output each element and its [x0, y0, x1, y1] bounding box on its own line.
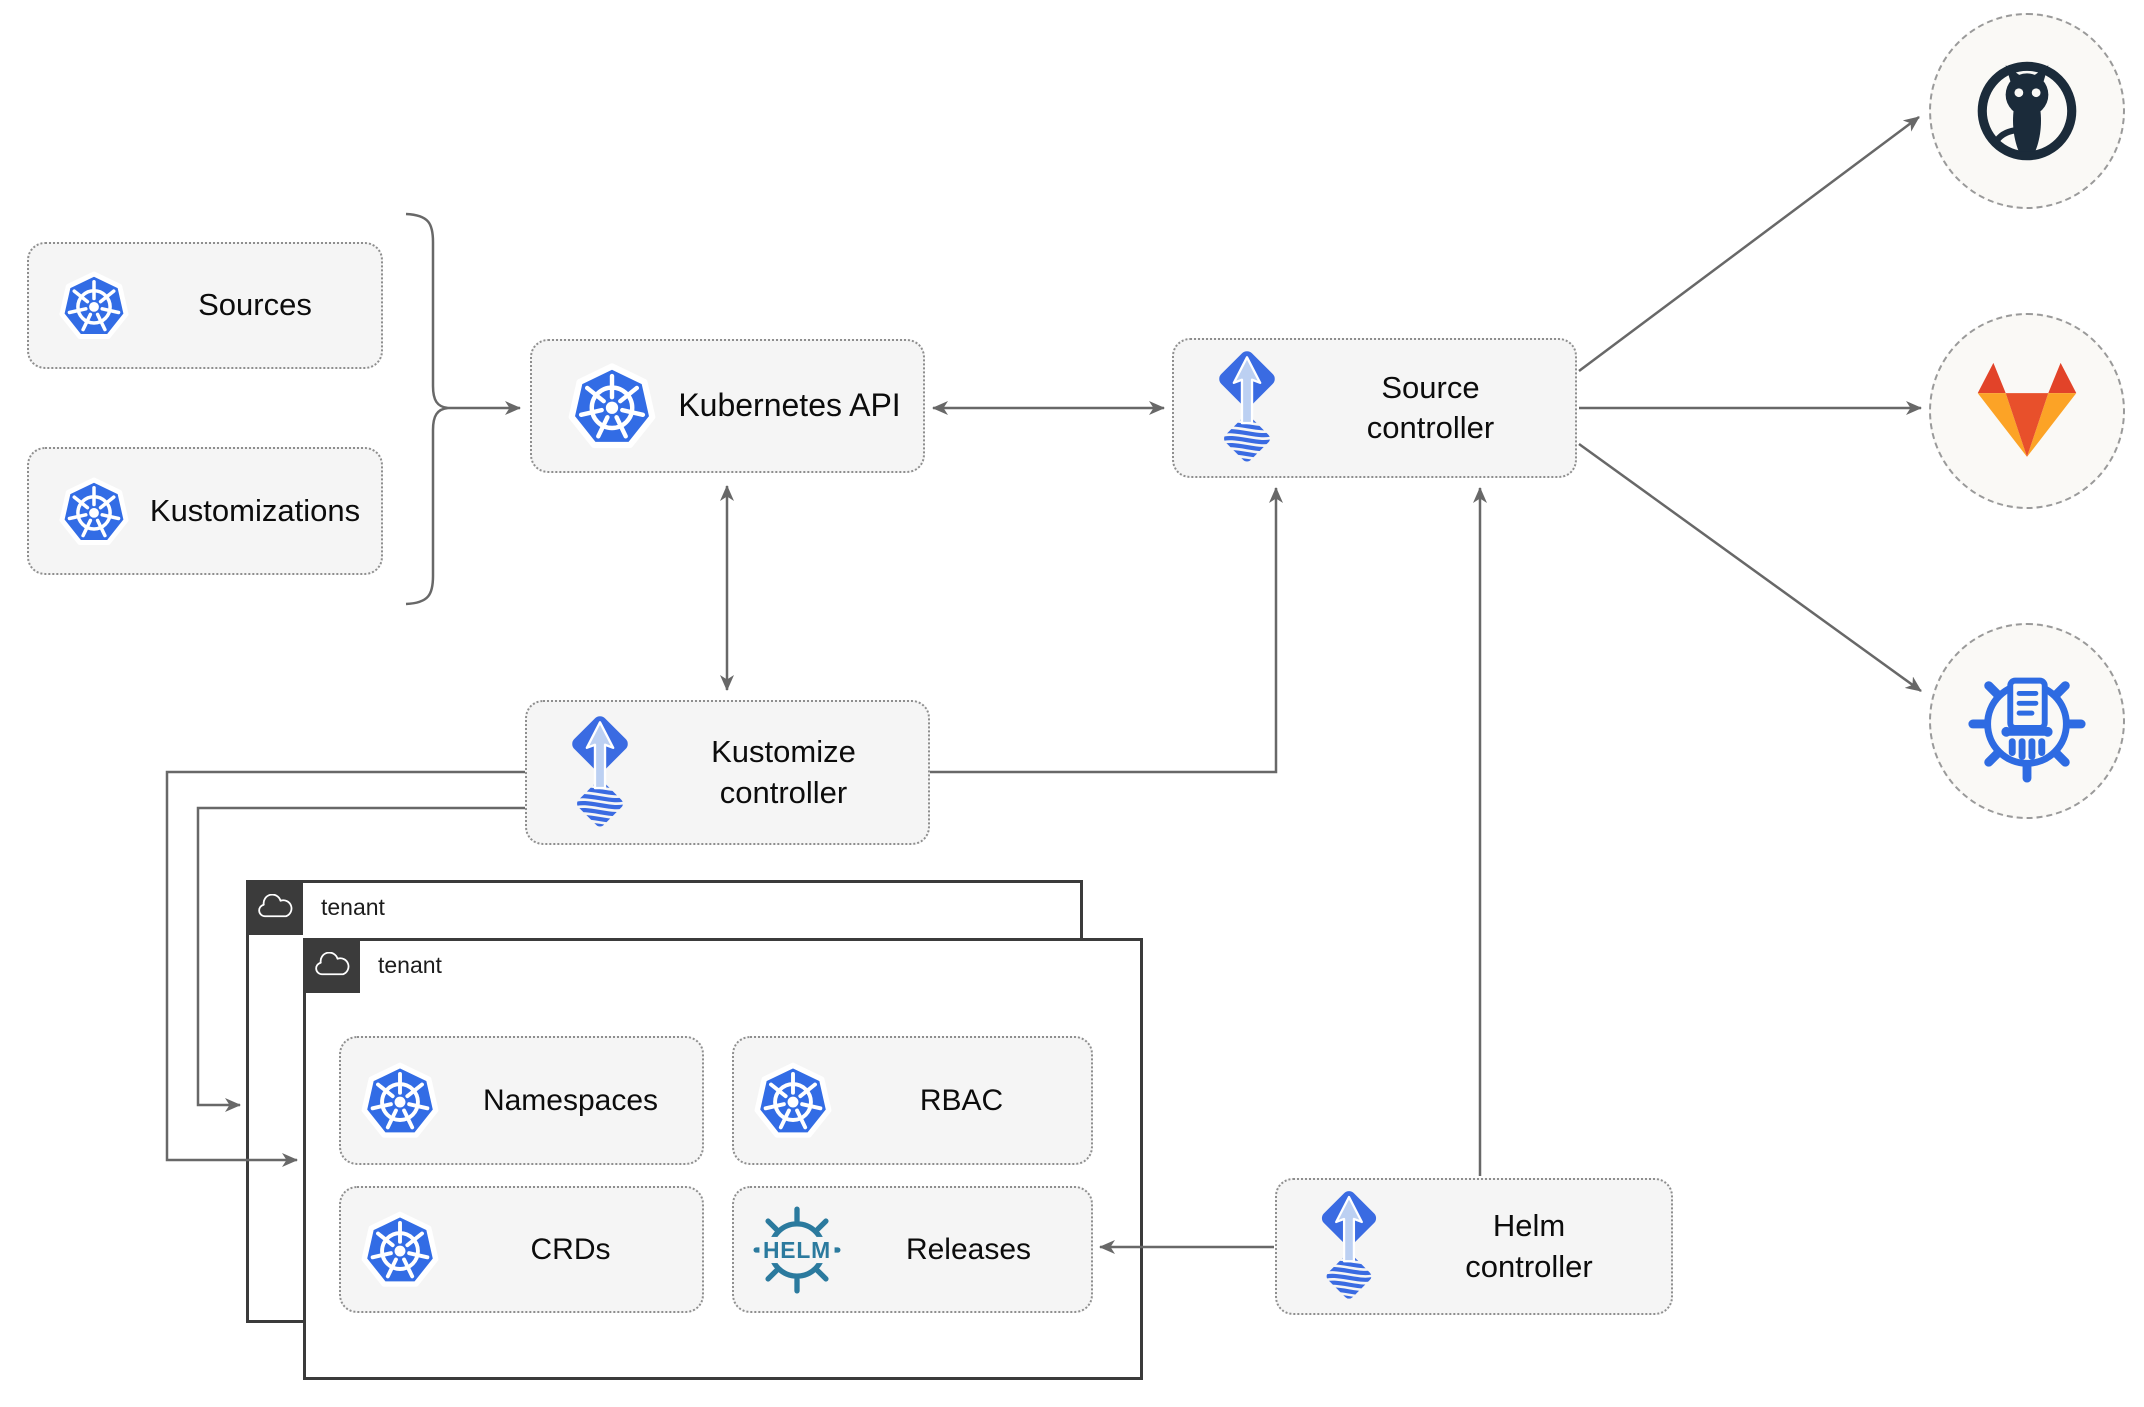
node-source-controller-label-line1: Source — [1381, 369, 1480, 405]
node-helm-controller-label-line1: Helm — [1492, 1208, 1566, 1244]
node-releases: HELM Releases — [732, 1186, 1093, 1313]
kubernetes-icon — [361, 1209, 439, 1290]
edge-brace — [405, 212, 449, 606]
node-kustomizations: Kustomizations — [27, 447, 383, 575]
node-sources-label: Sources — [198, 287, 312, 323]
node-kustomizations-label: Kustomizations — [149, 492, 361, 528]
flux-icon — [1311, 1188, 1387, 1305]
node-source-controller-label-line2: controller — [1366, 410, 1495, 445]
cloud-icon — [257, 893, 292, 917]
flux-icon — [561, 713, 639, 833]
kubernetes-icon — [361, 1060, 439, 1141]
node-source-controller: Source controller — [1172, 338, 1577, 478]
node-namespaces: Namespaces — [339, 1036, 704, 1165]
edge-kustomize-source — [930, 487, 1283, 774]
helm-icon: HELM — [748, 1201, 846, 1299]
tenant-back-tab — [246, 880, 303, 935]
node-rbac: RBAC — [732, 1036, 1093, 1165]
node-helm-controller-label-line2: controller — [1465, 1248, 1593, 1284]
kubernetes-icon — [59, 475, 129, 548]
node-releases-label: Releases — [905, 1233, 1032, 1266]
node-source-controller-label: Source controller — [1286, 368, 1575, 449]
kubernetes-icon — [568, 360, 656, 452]
github-icon — [1966, 50, 2088, 172]
node-crds-label: CRDs — [530, 1233, 611, 1266]
node-namespaces-label: Namespaces — [482, 1084, 659, 1117]
edge-source-chartmuseum — [1578, 442, 1922, 693]
node-helm-controller-label: Helm controller — [1387, 1206, 1671, 1287]
tenant-front-tab — [303, 938, 360, 993]
node-sources: Sources — [27, 242, 383, 369]
node-kustomize-controller-label-line1: Kustomize — [711, 734, 856, 770]
tenant-front-label: tenant — [378, 952, 442, 978]
node-kustomize-controller-label-line2: controller — [719, 774, 848, 810]
node-kubernetes-api-label: Kubernetes API — [678, 387, 901, 424]
node-helm-controller: Helm controller — [1275, 1178, 1673, 1315]
cloud-icon — [314, 951, 349, 975]
kubernetes-icon — [754, 1060, 832, 1141]
helm-logo-text: HELM — [763, 1237, 831, 1263]
destination-chartmuseum — [1929, 623, 2125, 819]
node-crds: CRDs — [339, 1186, 704, 1313]
node-kubernetes-api: Kubernetes API — [530, 339, 925, 473]
chartmuseum-icon — [1963, 657, 2091, 785]
node-kustomize-controller-label: Kustomize controller — [639, 732, 928, 813]
node-rbac-label: RBAC — [919, 1084, 1004, 1117]
destination-github — [1929, 13, 2125, 209]
node-kustomize-controller: Kustomize controller — [525, 700, 930, 845]
flux-icon — [1208, 348, 1286, 468]
destination-gitlab — [1929, 313, 2125, 509]
tenant-back-label: tenant — [321, 894, 385, 920]
tenant-frame-front: tenant Namespaces RBAC CRDs HELM Release… — [303, 938, 1143, 1380]
edge-source-github — [1578, 115, 1920, 373]
gitlab-icon — [1977, 362, 2077, 457]
kubernetes-icon — [59, 269, 129, 342]
